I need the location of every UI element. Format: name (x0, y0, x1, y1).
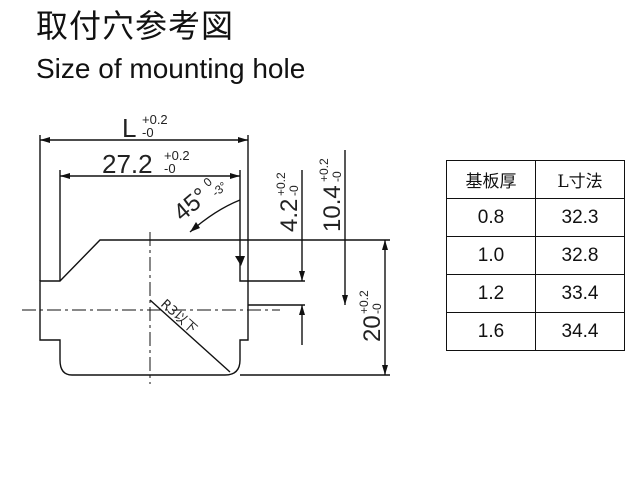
dim-20-tol-plus: +0.2 (357, 290, 371, 314)
table-row: 1.0 32.8 (446, 236, 625, 275)
arrow-angle-left (190, 222, 200, 232)
table-header-thickness: 基板厚 (446, 160, 536, 199)
table-cell-l-value: 32.3 (535, 198, 625, 237)
dim-L-tol-plus: +0.2 (142, 112, 168, 127)
table-row: 0.8 32.3 (446, 198, 625, 237)
table-cell-thickness: 0.8 (446, 198, 536, 237)
dim-angle-label: 45° (169, 183, 214, 227)
arrow-104-down (342, 295, 348, 305)
dim-42-label: 4.2 (276, 199, 303, 232)
dim-272-tol-plus: +0.2 (164, 148, 190, 163)
dim-L-tol-minus: -0 (142, 125, 154, 140)
table-cell-thickness: 1.6 (446, 312, 536, 351)
dim-272-label: 27.2 (102, 149, 153, 179)
table-cell-thickness: 1.2 (446, 274, 536, 313)
dim-104-tol-plus: +0.2 (317, 158, 331, 182)
dim-104-tol-minus: -0 (330, 171, 344, 182)
arrow-42-down (299, 271, 305, 281)
table-cell-l-value: 33.4 (535, 274, 625, 313)
arrow-angle-right (235, 256, 245, 266)
table-cell-l-value: 34.4 (535, 312, 625, 351)
title-english: Size of mounting hole (36, 53, 306, 84)
arrow-272-left (60, 173, 70, 179)
arrow-L-left (40, 137, 50, 143)
arrow-42-up (299, 305, 305, 315)
radius-leader (149, 299, 231, 373)
dim-L-label: L (122, 113, 136, 143)
table-row: 1.2 33.4 (446, 274, 625, 313)
arrow-L-right (238, 137, 248, 143)
hole-outline (39, 239, 249, 376)
dim-42-tol-plus: +0.2 (274, 172, 288, 196)
dim-20-label: 20 (359, 315, 386, 342)
arrow-20-down (382, 365, 388, 375)
table-header-l-dimension: L寸法 (535, 160, 625, 199)
dim-272-tol-minus: -0 (164, 161, 176, 176)
arrow-272-right (230, 173, 240, 179)
dim-42-tol-minus: -0 (287, 185, 301, 196)
dim-radius-label: R3以下 (157, 297, 199, 337)
thickness-spec-table: 基板厚 L寸法 0.8 32.3 1.0 32.8 1.2 33.4 1.6 3… (446, 160, 625, 351)
arrow-20-up (382, 240, 388, 250)
dim-104-label: 10.4 (319, 185, 346, 232)
table-cell-l-value: 32.8 (535, 236, 625, 275)
table-row: 1.6 34.4 (446, 312, 625, 351)
table-cell-thickness: 1.0 (446, 236, 536, 275)
title-japanese: 取付穴参考図 (36, 7, 235, 45)
table-header-row: 基板厚 L寸法 (446, 160, 625, 199)
dim-20-tol-minus: -0 (370, 303, 384, 314)
dim-angle-tol-minus: -3° (209, 179, 230, 200)
